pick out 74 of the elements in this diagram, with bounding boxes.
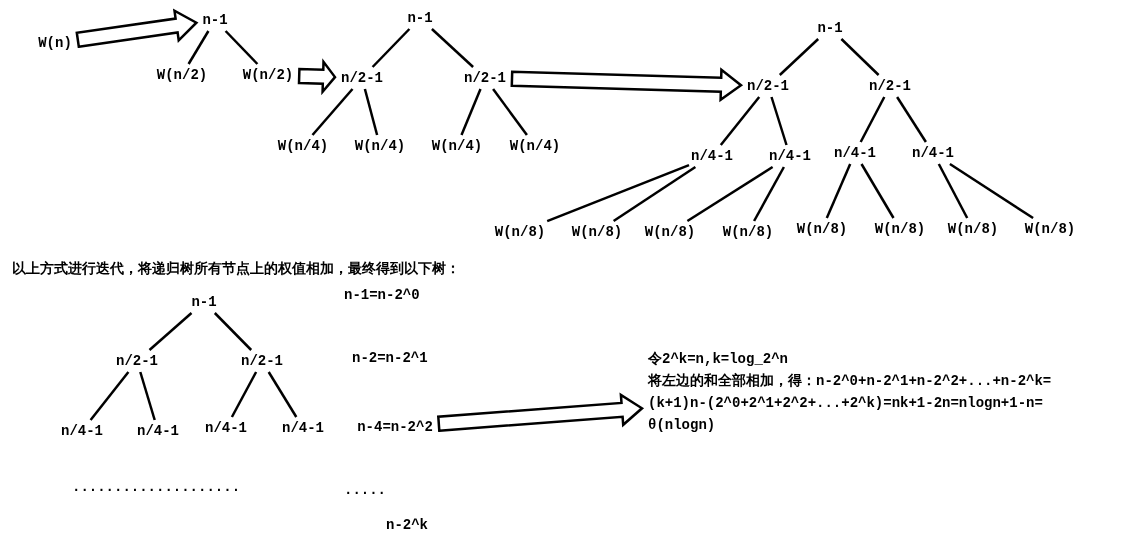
- tree-branch-line: [753, 166, 785, 222]
- tree-branch-line: [770, 96, 788, 146]
- tree-node-label: n/4-1: [691, 147, 733, 165]
- tree-branch-line: [859, 96, 886, 143]
- tree-node-label: W(n/8): [796, 220, 848, 238]
- tree-branch-line: [460, 88, 482, 136]
- tree-branch-line: [546, 163, 690, 223]
- tree-node-label: n/4-1: [137, 422, 179, 440]
- note-text: n-1=n-2^0: [344, 286, 420, 304]
- note-text: n-2^k: [386, 516, 428, 534]
- tree-node-label: n/4-1: [61, 422, 103, 440]
- tree-branch-line: [89, 371, 130, 421]
- tree-branch-line: [148, 312, 193, 351]
- tree-branch-line: [825, 163, 852, 219]
- tree-branch-line: [612, 165, 697, 223]
- block-arrow: [297, 58, 337, 96]
- tree-node-label: n/4-1: [769, 147, 811, 165]
- formula-text: 令2^k=n,k=log_2^n: [648, 350, 790, 369]
- note-text: .....: [344, 481, 386, 499]
- tree-node-label: W(n/8): [947, 220, 999, 238]
- tree-node-label: W(n/4): [277, 137, 329, 155]
- description-text: 以上方式进行迭代，将递归树所有节点上的权值相加，最终得到以下树：: [12, 260, 460, 278]
- tree-branch-line: [949, 162, 1034, 220]
- tree-node-label: W(n/8): [874, 220, 926, 238]
- tree-branch-line: [187, 30, 210, 65]
- tree-node-label: n/2-1: [464, 69, 506, 87]
- formula-text: 将左边的和全部相加，得：n-2^0+n-2^1+n-2^2+...+n-2^k=(k+1)n-(2^0+2^1+2^2+...+2^k)=nk+1-2n=nlogn+1-n= θ(nlogn): [648, 372, 1053, 435]
- block-arrow: [510, 67, 744, 103]
- tree-node-label: W(n/8): [494, 223, 546, 241]
- tree-branch-line: [267, 371, 298, 418]
- tree-node-label: n-1: [817, 19, 843, 37]
- tree-node-label: W(n/8): [722, 223, 774, 241]
- tree-node-label: n/2-1: [341, 69, 383, 87]
- note-text: ....................: [72, 478, 241, 496]
- block-arrow: [436, 392, 645, 433]
- tree-node-label: n/4-1: [834, 144, 876, 162]
- tree-node-label: n-1: [407, 9, 433, 27]
- tree-node-label: W(n/2): [242, 66, 294, 84]
- tree-branch-line: [686, 165, 774, 223]
- tree-branch-line: [860, 163, 895, 219]
- block-arrow: [75, 8, 199, 49]
- tree-branch-line: [896, 96, 927, 143]
- note-text: n-2=n-2^1: [352, 349, 428, 367]
- tree-node-label: W(n/8): [1024, 220, 1076, 238]
- tree-branch-line: [492, 88, 528, 136]
- tree-node-label: W(n/8): [571, 223, 623, 241]
- tree-node-label: n/4-1: [205, 419, 247, 437]
- tree-node-label: n/2-1: [747, 77, 789, 95]
- tree-branch-line: [230, 371, 258, 418]
- tree-branch-line: [937, 163, 969, 219]
- tree-node-label: n/2-1: [241, 352, 283, 370]
- tree-node-label: n-1: [202, 11, 228, 29]
- tree-branch-line: [719, 96, 761, 146]
- tree-branch-line: [840, 38, 880, 76]
- tree-node-label: n/2-1: [869, 77, 911, 95]
- tree-node-label: n/4-1: [912, 144, 954, 162]
- tree-branch-line: [778, 38, 820, 76]
- tree-node-label: n-1: [191, 293, 217, 311]
- tree-branch-line: [139, 371, 156, 421]
- tree-branch-line: [224, 30, 259, 65]
- tree-node-label: W(n/2): [156, 66, 208, 84]
- tree-node-label: W(n/4): [354, 137, 406, 155]
- tree-node-label: W(n/8): [644, 223, 696, 241]
- tree-node-label: n/4-1: [282, 419, 324, 437]
- tree-branch-line: [431, 28, 474, 68]
- tree-node-label: W(n): [38, 34, 72, 52]
- tree-branch-line: [371, 28, 411, 68]
- tree-node-label: W(n/4): [509, 137, 561, 155]
- tree-branch-line: [311, 88, 354, 136]
- tree-node-label: W(n/4): [431, 137, 483, 155]
- tree-node-label: n-4=n-2^2: [357, 418, 433, 436]
- tree-node-label: n/2-1: [116, 352, 158, 370]
- tree-branch-line: [363, 88, 379, 136]
- tree-branch-line: [213, 312, 253, 351]
